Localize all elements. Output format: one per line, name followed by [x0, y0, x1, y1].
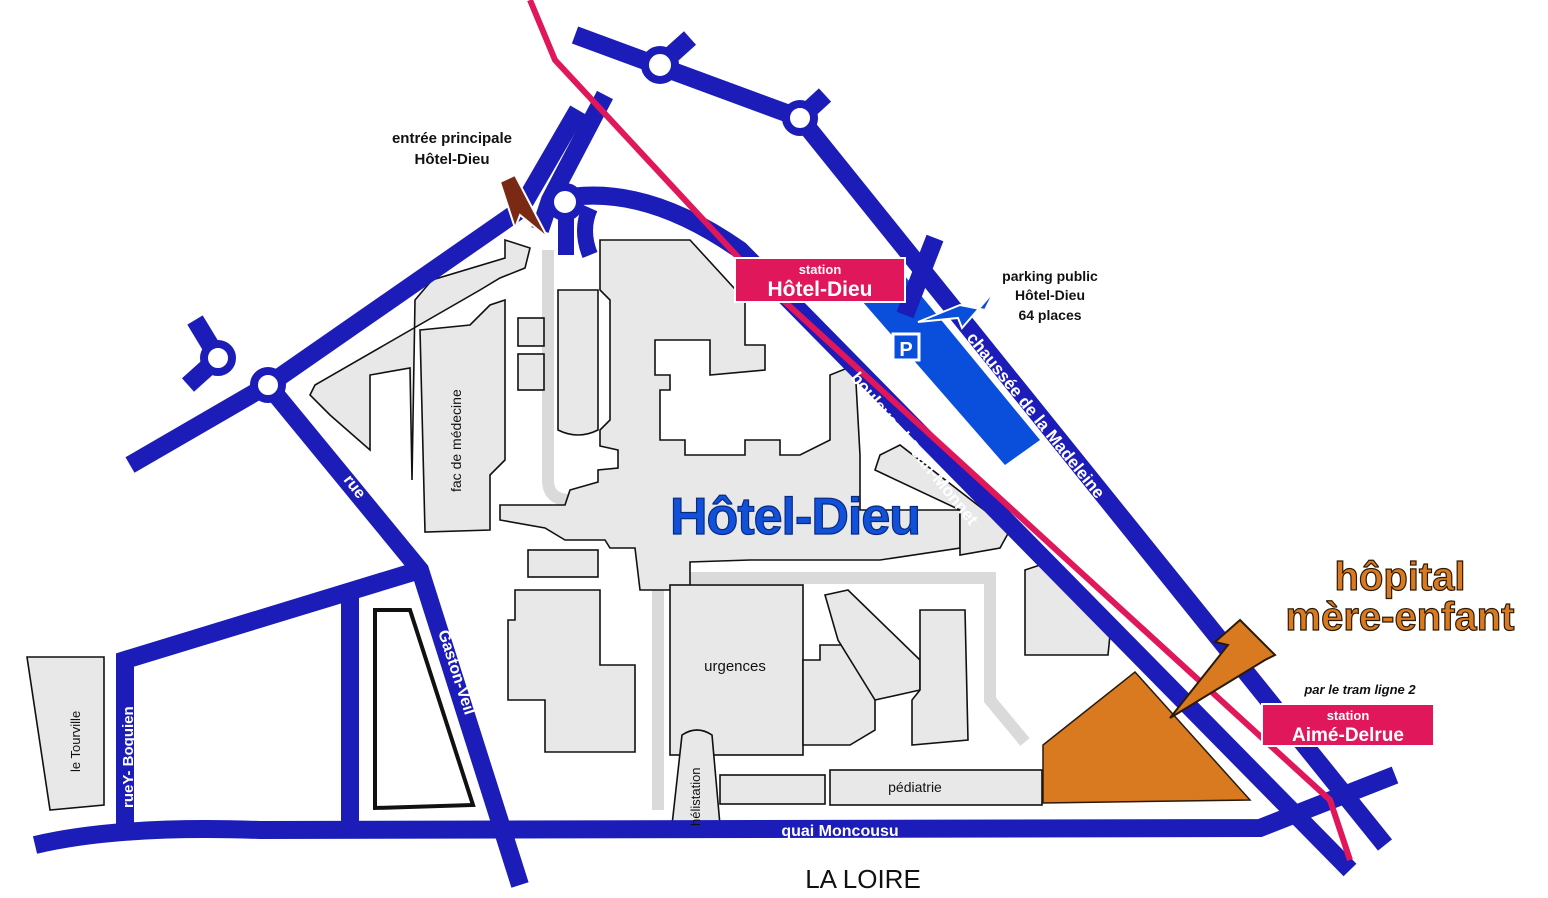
building-main — [499, 239, 961, 591]
station-hotel-dieu-line1: station — [799, 262, 842, 277]
main-title: Hôtel-Dieu — [670, 488, 920, 546]
building-tourville — [26, 656, 105, 811]
roundabouts — [200, 46, 818, 403]
parking-area — [835, 270, 1040, 465]
parking-label-line3: 64 places — [1018, 307, 1081, 323]
parking-icon: P — [899, 339, 912, 361]
river-label: LA LOIRE — [805, 864, 921, 894]
building-center-e — [911, 609, 969, 746]
entrance-arrow-icon — [498, 173, 549, 239]
street-yves-boquien: rueY- Boquien — [120, 706, 137, 808]
hopital-mere-enfant-building — [1042, 670, 1252, 804]
station-aime-delrue-line1: station — [1327, 708, 1370, 723]
station-aime-delrue-box: station Aimé-Delrue — [1261, 703, 1435, 747]
label-pediatrie: pédiatrie — [888, 779, 942, 795]
street-quai-moncousu: quai Moncousu — [781, 823, 898, 840]
label-fac-medecine: fac de médecine — [448, 389, 464, 492]
tram-note: par le tram ligne 2 — [1303, 682, 1416, 697]
parking-label-line2: Hôtel-Dieu — [1015, 287, 1085, 303]
parking-icon-box — [891, 332, 921, 362]
building-w-1 — [527, 549, 599, 578]
entrance-label-line2: Hôtel-Dieu — [415, 151, 490, 168]
hospital-arrow-icon — [1169, 618, 1277, 719]
station-hotel-dieu-line2: Hôtel-Dieu — [768, 278, 873, 301]
building-small-2 — [517, 353, 545, 391]
hospital-label-line1: hôpital — [1334, 555, 1465, 599]
building-small-s — [719, 774, 826, 805]
label-helistation: hélistation — [688, 767, 703, 826]
parking-arrow-icon — [917, 289, 996, 330]
hospital-label-line2: mère-enfant — [1286, 595, 1515, 639]
building-gaston-veil — [373, 608, 476, 811]
station-aime-delrue-line2: Aimé-Delrue — [1292, 725, 1404, 746]
building-small-1 — [517, 317, 545, 347]
building-pediatrie — [829, 769, 1043, 806]
station-hotel-dieu-box: station Hôtel-Dieu — [734, 257, 906, 303]
building-fac-medecine — [419, 298, 506, 533]
label-urgences: urgences — [704, 658, 766, 675]
building-east-small — [1024, 564, 1111, 656]
buildings — [26, 238, 1111, 833]
building-nw-wedge — [309, 238, 531, 481]
building-urgences — [669, 584, 804, 756]
entrance-label-line1: entrée principale — [392, 130, 512, 147]
building-sw — [507, 589, 636, 753]
building-tower — [557, 289, 599, 436]
label-tourville: le Tourville — [68, 711, 83, 772]
parking-label-line1: parking public — [1002, 268, 1098, 284]
building-east-wing — [874, 444, 1012, 556]
